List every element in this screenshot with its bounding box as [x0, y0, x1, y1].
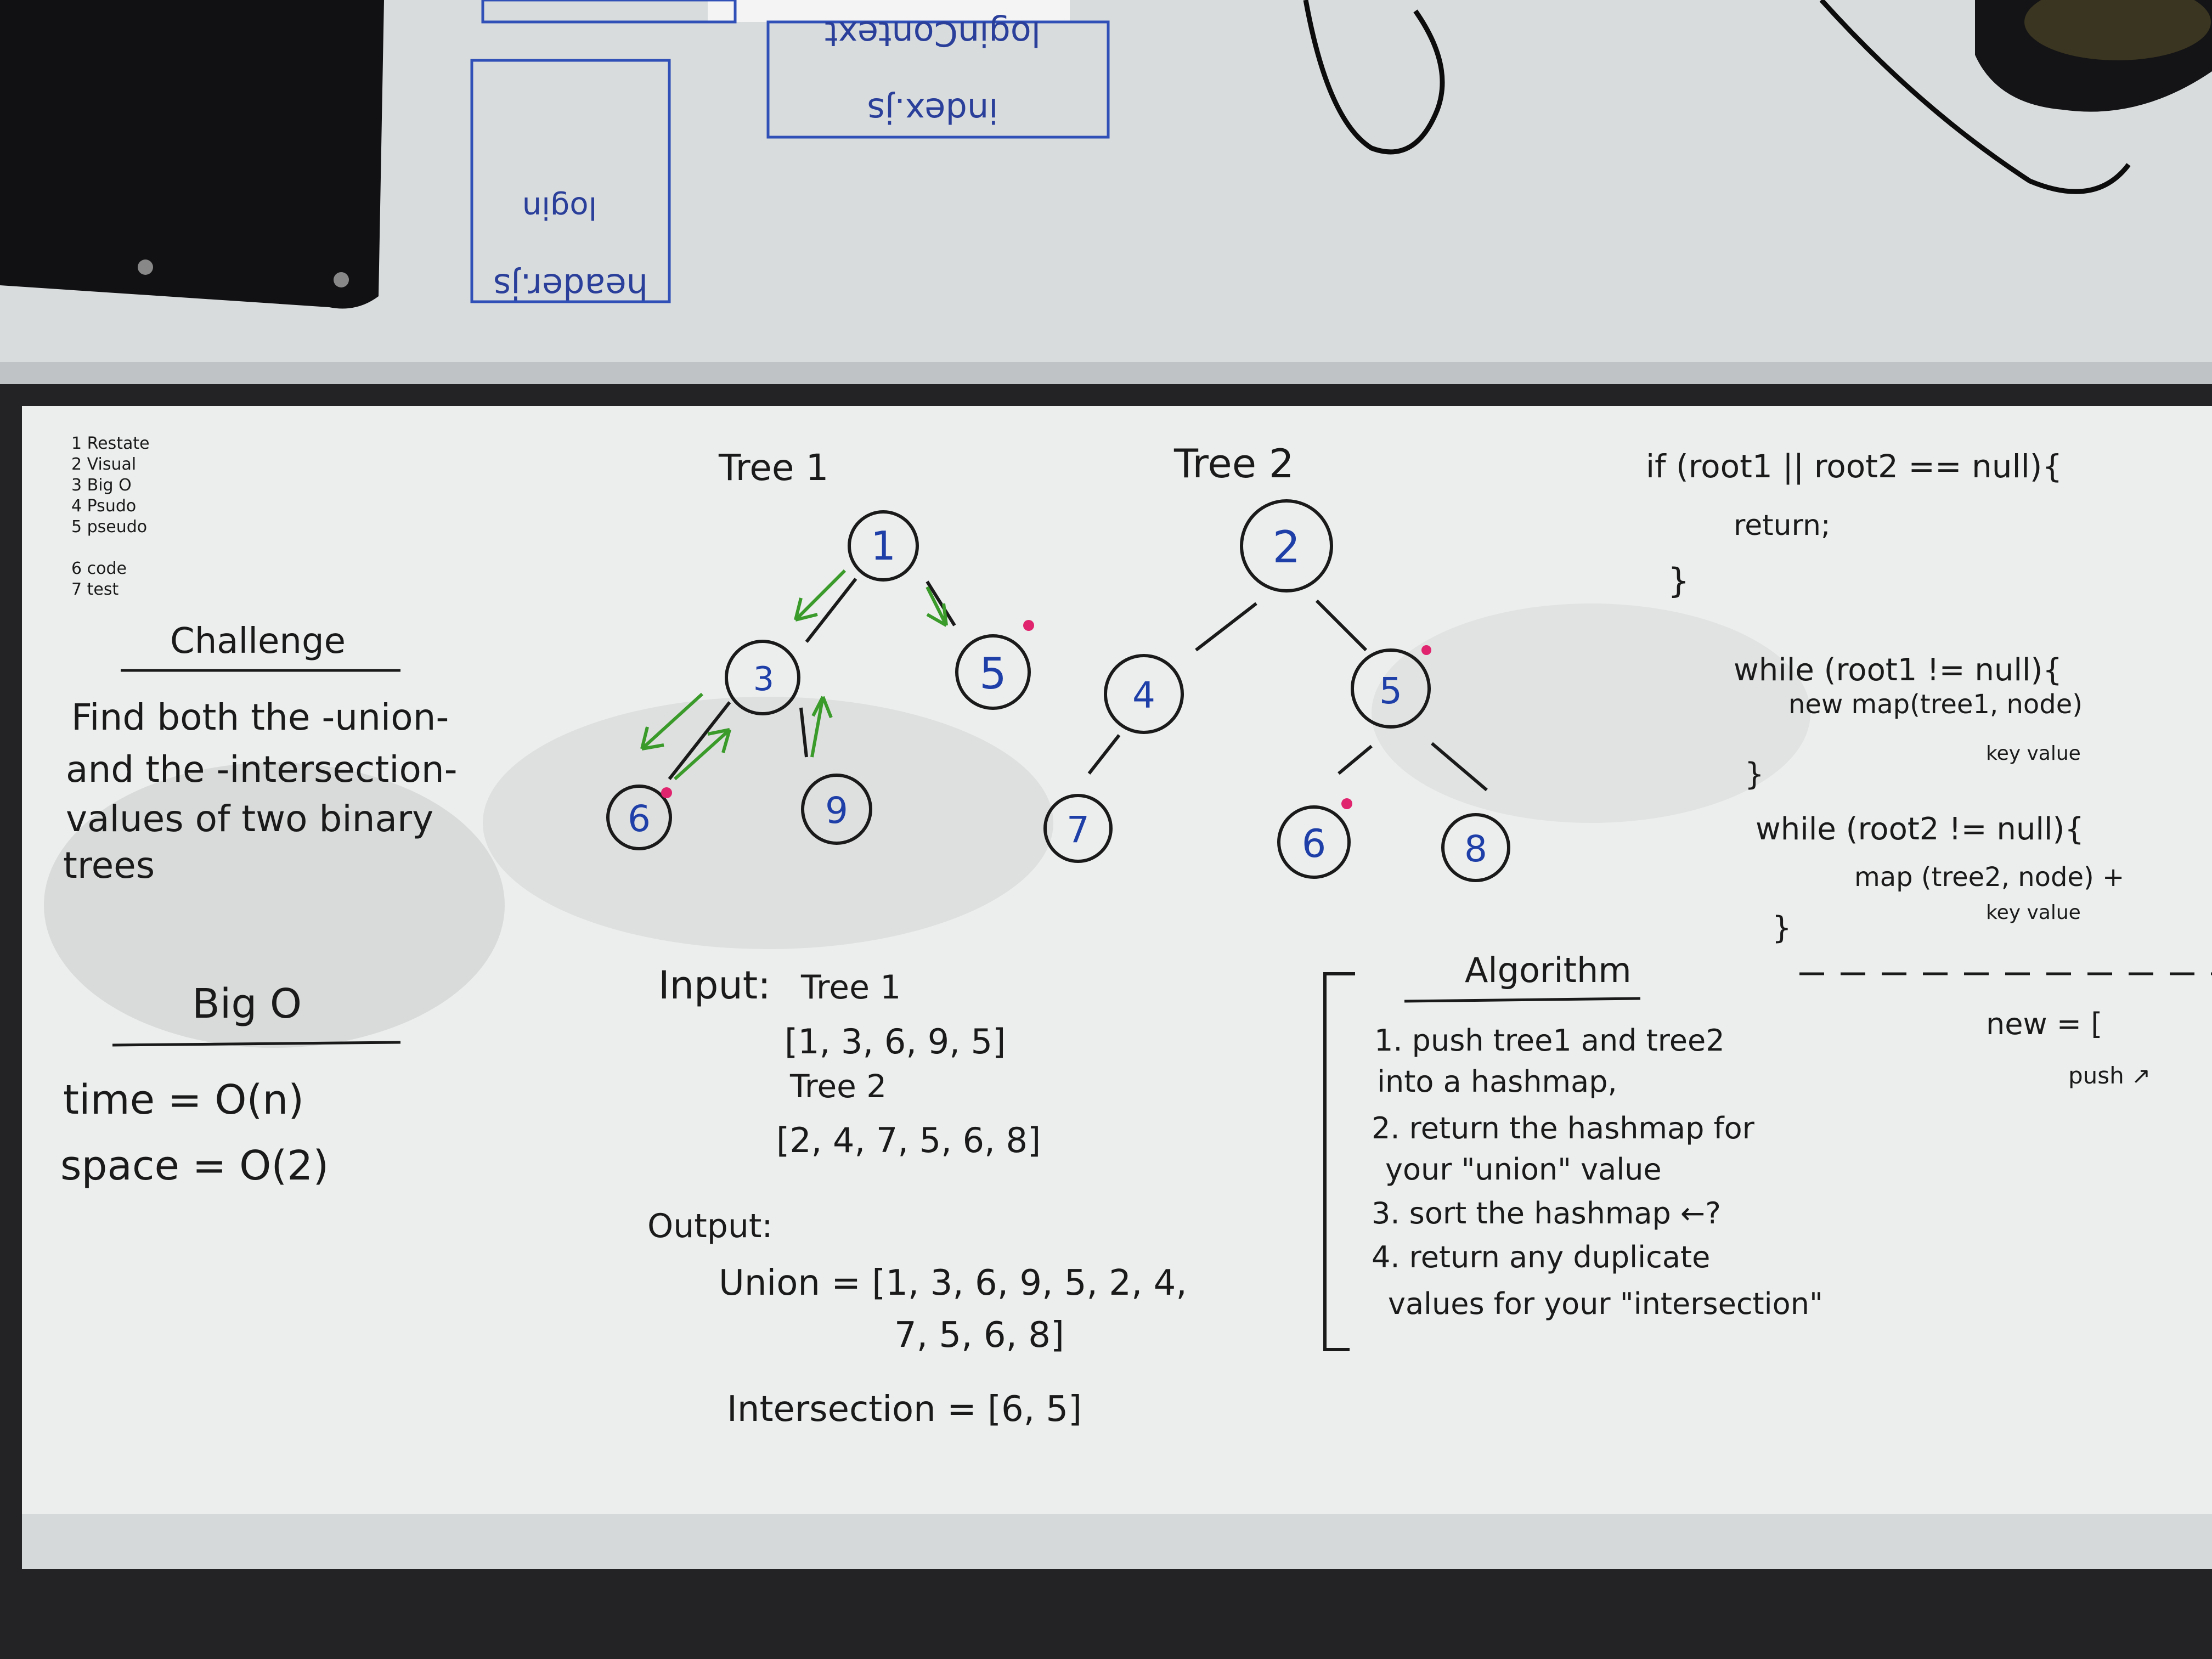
main-whiteboard	[22, 406, 2212, 1569]
input-tree2-values: [2, 4, 7, 5, 6, 8]	[776, 1120, 1041, 1160]
code-line: if (root1 || root2 == null){	[1646, 448, 2062, 485]
input-section: Input: Tree 1 [1, 3, 6, 9, 5] Tree 2 [2,…	[658, 963, 1041, 1160]
tree1-node: 5	[979, 650, 1007, 699]
big-o-space: space = O(2)	[60, 1142, 329, 1189]
tree1-node: 1	[871, 523, 896, 569]
step-item: 1 Restate	[71, 434, 150, 453]
algorithm-line: 2. return the hashmap for	[1372, 1111, 1755, 1146]
challenge-line: values of two binary	[66, 798, 433, 840]
big-o-time: time = O(n)	[63, 1076, 304, 1124]
output-intersection: Intersection = [6, 5]	[727, 1389, 1082, 1430]
code-line: key value	[1986, 901, 2081, 924]
code-line: push ↗	[2068, 1062, 2151, 1089]
challenge-line: Find both the -union-	[71, 696, 449, 738]
traversal-arrows	[640, 569, 948, 781]
code-line: key value	[1986, 742, 2081, 765]
algorithm-line: your "union" value	[1385, 1152, 1662, 1187]
tree2-node: 6	[1302, 821, 1327, 866]
algorithm-line: 3. sort the hashmap ←?	[1372, 1196, 1721, 1231]
step-item: 6 code	[71, 559, 127, 578]
upper-board: loginContext index.js login header.js	[0, 0, 2212, 384]
tree1-node: 3	[753, 660, 774, 698]
code-section: if (root1 || root2 == null){ return; } w…	[1646, 448, 2212, 1089]
tree2-node: 7	[1066, 809, 1090, 851]
code-line: new = [	[1986, 1007, 2102, 1041]
big-o-section: Big O time = O(n) space = O(2)	[60, 980, 401, 1189]
upper-note-4: header.js	[493, 266, 648, 306]
black-cable	[1303, 0, 2131, 194]
tree2-label: Tree 2	[1173, 441, 1294, 487]
code-line: return;	[1734, 509, 1831, 542]
output-union-2: 7, 5, 6, 8]	[894, 1315, 1064, 1356]
tree1-node: 9	[825, 789, 848, 832]
tree1-diagram: Tree 1 1 3 5 6 9	[606, 447, 1034, 850]
step-item: 3 Big O	[71, 476, 132, 495]
tree2-node: 4	[1132, 674, 1155, 716]
code-line: }	[1668, 561, 1689, 601]
algorithm-line: values for your "intersection"	[1388, 1286, 1823, 1321]
tree1-label: Tree 1	[718, 447, 828, 489]
input-label: Input:	[658, 963, 771, 1008]
code-line: }	[1745, 757, 1764, 792]
challenge-section: Challenge Find both the -union- and the …	[63, 621, 458, 887]
input-tree2-label: Tree 2	[789, 1068, 887, 1105]
challenge-line: and the -intersection-	[66, 748, 458, 791]
input-tree1-values: [1, 3, 6, 9, 5]	[785, 1022, 1006, 1062]
upper-note-2: index.js	[867, 91, 998, 131]
upper-note-1: loginContext	[825, 14, 1041, 54]
black-bag	[0, 0, 384, 309]
algorithm-line: into a hashmap,	[1377, 1064, 1617, 1099]
step-item: 4 Psudo	[71, 496, 136, 516]
step-item: 2 Visual	[71, 455, 136, 474]
algorithm-line: 1. push tree1 and tree2	[1374, 1023, 1725, 1058]
steps-list: 1 Restate 2 Visual 3 Big O 4 Psudo 5 pse…	[71, 434, 150, 599]
code-line: while (root2 != null){	[1756, 811, 2084, 847]
code-line: }	[1772, 910, 1792, 946]
input-tree1-label: Tree 1	[800, 968, 901, 1007]
tree2-node: 8	[1464, 828, 1487, 870]
code-line: map (tree2, node) +	[1854, 862, 2124, 893]
upper-note-3: login	[522, 190, 597, 225]
step-item: 7 test	[71, 580, 119, 599]
algorithm-line: 4. return any duplicate	[1372, 1240, 1710, 1274]
big-o-title: Big O	[192, 980, 302, 1028]
tree2-node: 2	[1273, 522, 1301, 573]
challenge-line: trees	[63, 844, 155, 887]
tree2-node: 5	[1379, 670, 1402, 712]
code-line: new map(tree1, node)	[1788, 689, 2083, 720]
algorithm-title: Algorithm	[1465, 950, 1632, 990]
tree1-node: 6	[628, 798, 651, 840]
output-section: Output: Union = [1, 3, 6, 9, 5, 2, 4, 7,…	[647, 1207, 1187, 1430]
code-line: while (root1 != null){	[1734, 652, 2062, 688]
algorithm-section: Algorithm 1. push tree1 and tree2 into a…	[1323, 950, 1823, 1351]
output-union-1: Union = [1, 3, 6, 9, 5, 2, 4,	[719, 1263, 1187, 1304]
tree2-diagram: Tree 2 2 4 5 7 6 8	[1043, 441, 1510, 882]
step-item: 5 pseudo	[71, 517, 147, 537]
output-label: Output:	[647, 1207, 773, 1245]
challenge-title: Challenge	[170, 621, 346, 662]
